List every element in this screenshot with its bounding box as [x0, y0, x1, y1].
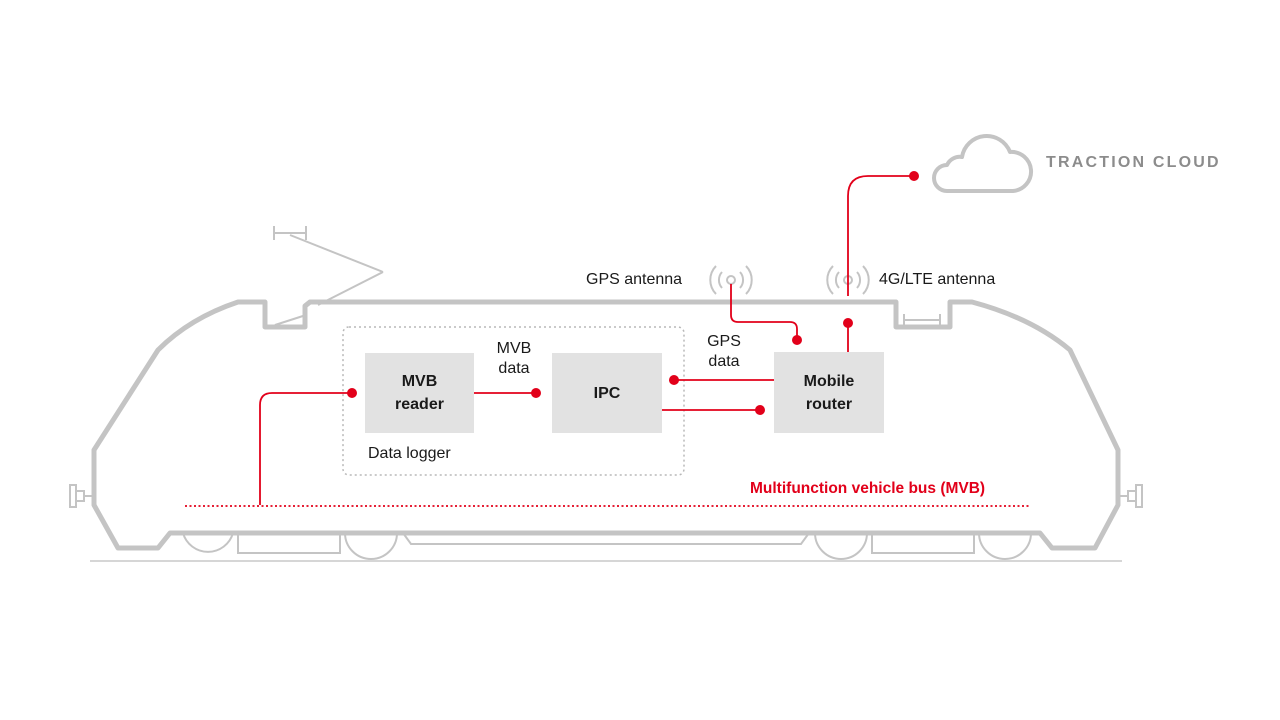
right-coupler — [1118, 484, 1143, 508]
mvb-reader-box: MVB reader — [365, 353, 474, 433]
gps-data-label: GPS data — [707, 333, 741, 370]
ipc-label: IPC — [593, 384, 621, 402]
ipc-input-dot — [531, 388, 541, 398]
mvb-reader-dot — [347, 388, 357, 398]
mobile-router-label: Mobile router — [803, 372, 855, 413]
data-logger-label: Data logger — [368, 445, 451, 462]
roof-equipment — [898, 314, 948, 327]
bus-tap-line — [259, 392, 352, 505]
gps-antenna-line — [730, 284, 798, 340]
connection-dots — [347, 171, 919, 415]
pantograph-icon — [273, 226, 384, 326]
lte-router-dot — [843, 318, 853, 328]
cloud-icon — [932, 134, 1034, 193]
ipc-gps-dot — [669, 375, 679, 385]
cloud-link-line — [847, 175, 914, 296]
router-input-dot — [755, 405, 765, 415]
mvb-bus-label: Multifunction vehicle bus (MVB) — [750, 480, 986, 497]
mvb-reader-label: MVB reader — [395, 373, 444, 413]
locomotive-body — [91, 299, 1121, 551]
mvb-data-label: MVB data — [496, 340, 532, 377]
gps-router-dot — [792, 335, 802, 345]
traction-cloud-label: TRACTION CLOUD — [1046, 154, 1221, 171]
left-coupler — [69, 484, 94, 508]
gps-antenna-label: GPS antenna — [586, 271, 683, 288]
undercarriage — [182, 532, 1032, 560]
lte-antenna-label: 4G/LTE antenna — [879, 271, 996, 288]
ipc-box: IPC — [552, 353, 662, 433]
data-logger-frame — [342, 326, 685, 476]
mobile-router-box: Mobile router — [774, 352, 884, 433]
cloud-dot — [909, 171, 919, 181]
